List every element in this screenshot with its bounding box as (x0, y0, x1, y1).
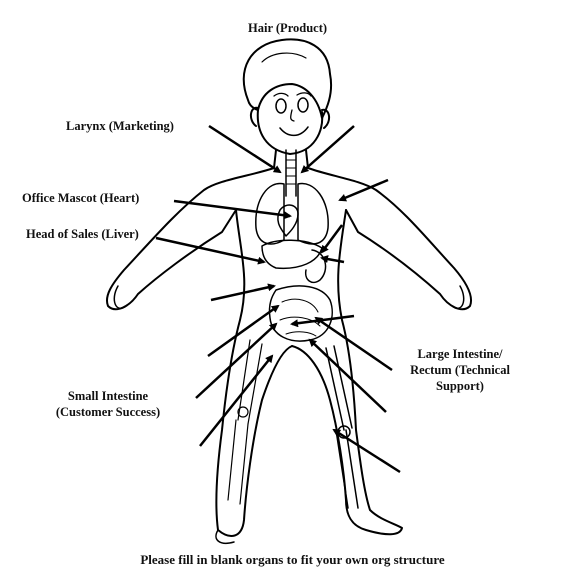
hair-outline (242, 38, 332, 119)
label-large-intestine-line-2: Rectum (Technical (410, 363, 510, 377)
label-small-intestine: Small Intestine (Customer Success) (46, 388, 170, 420)
torso-outline (106, 149, 277, 311)
label-office-mascot: Office Mascot (Heart) (22, 191, 140, 205)
label-small-intestine-line-1: Small Intestine (67, 389, 149, 403)
label-head-of-sales: Head of Sales (Liver) (26, 227, 139, 241)
heart-organ (277, 204, 299, 237)
page-caption: Please fill in blank organs to fit your … (140, 552, 445, 567)
label-hair: Hair (Product) (248, 21, 328, 35)
label-large-intestine: Large Intestine/ Rectum (Technical Suppo… (400, 346, 520, 394)
label-large-intestine-line-1: Large Intestine/ (417, 347, 503, 361)
lungs (255, 182, 329, 245)
intestines (268, 285, 333, 342)
head-outline (256, 109, 324, 155)
label-small-intestine-line-2: (Customer Success) (55, 405, 161, 419)
label-larynx: Larynx (Marketing) (66, 119, 174, 133)
label-large-intestine-line-3: Support) (436, 379, 484, 393)
label-arrows (155, 124, 401, 474)
